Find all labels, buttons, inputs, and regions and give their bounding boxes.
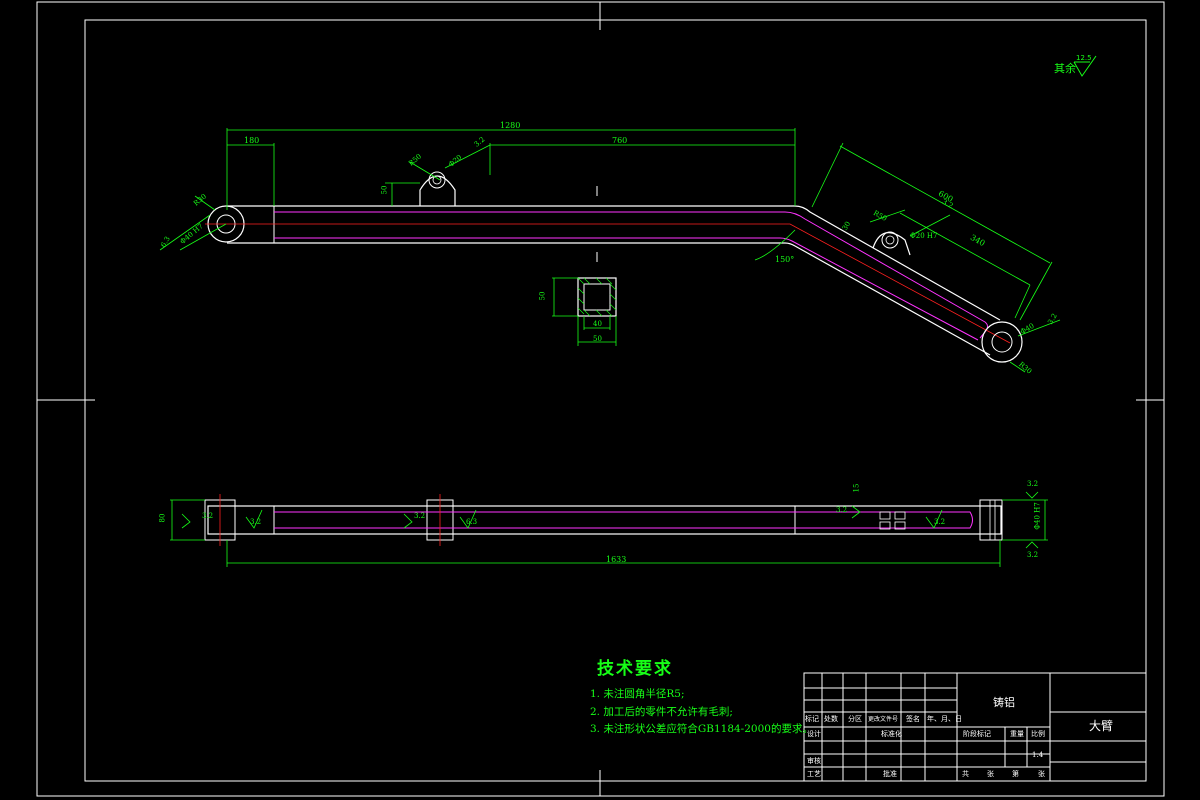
design-label: 设计 xyxy=(807,730,821,738)
dim-bottom-32a: 3.2 xyxy=(202,512,214,520)
dim-bottom-32c: 3.2 xyxy=(414,512,426,520)
dim-phi-right: Φ20 H7 xyxy=(910,232,938,240)
sheet-of-label: 张 xyxy=(987,770,994,778)
inner-hidden-profile xyxy=(274,211,988,341)
dim-bottom-15: 15 xyxy=(852,483,861,493)
dim-sect-h: 50 xyxy=(538,291,547,301)
section-view xyxy=(552,277,617,346)
header-zone: 分区 xyxy=(848,715,862,723)
weight-label: 重量 xyxy=(1010,730,1024,738)
dim-sect-inner: 40 xyxy=(593,320,602,328)
dim-760: 760 xyxy=(612,136,628,145)
tech-requirement-2: 2. 加工后的零件不允许有毛刺; xyxy=(590,706,733,718)
process-label: 工艺 xyxy=(807,770,821,778)
front-dimensions xyxy=(159,128,1061,373)
dim-bottom-32b: 3.2 xyxy=(250,518,262,526)
right-boss-outer xyxy=(981,321,1023,363)
header-doc: 更改文件号 xyxy=(868,716,899,723)
dim-bottom-32e: 3.2 xyxy=(836,506,848,514)
surface-finish-label: 其余 xyxy=(1054,61,1076,75)
tech-requirements-title: 技术要求 xyxy=(597,659,673,679)
dim-bottom-63: 6.3 xyxy=(466,518,478,526)
sheet-no-label: 第 xyxy=(1012,770,1019,778)
dim-bottom-right-32: 3.2 xyxy=(1027,480,1039,488)
dim-180: 180 xyxy=(244,136,260,145)
centerline xyxy=(205,223,1011,344)
arm-upper-outline xyxy=(227,205,1001,356)
dim-angle: 150° xyxy=(775,255,795,264)
dim-1633: 1633 xyxy=(606,555,627,564)
title-block xyxy=(803,672,1147,782)
dim-bottom-h: 80 xyxy=(158,513,167,523)
front-view xyxy=(205,171,1023,363)
header-mark: 标记 xyxy=(805,715,819,723)
upper-tab xyxy=(419,175,456,206)
surface-finish-symbol xyxy=(1073,55,1097,77)
header-count: 处数 xyxy=(824,715,838,723)
material: 铸铝 xyxy=(993,696,1015,709)
dim-tab-h: 50 xyxy=(380,185,389,195)
surface-finish-value: 12.5 xyxy=(1076,54,1092,62)
bottom-view xyxy=(204,494,1003,546)
sheet-no2-label: 张 xyxy=(1038,770,1045,778)
centering-marks xyxy=(37,2,1164,796)
part-name: 大臂 xyxy=(1089,719,1114,733)
right-boss-inner xyxy=(991,331,1013,353)
tech-requirement-3: 3. 未注形状公差应符合GB1184-2000的要求。 xyxy=(590,723,813,735)
header-date: 年、月、日 xyxy=(927,715,962,723)
dim-bottom-right-h: Φ40 H7 xyxy=(1033,502,1042,530)
dim-bottom-right-32b: 3.2 xyxy=(1027,551,1039,559)
stage-mark-label: 阶段标记 xyxy=(963,730,991,738)
header-sign: 签名 xyxy=(906,715,920,723)
scale-value: 1:4 xyxy=(1032,751,1044,759)
approve-label: 批准 xyxy=(883,770,897,778)
standardize-label: 标准化 xyxy=(881,730,902,738)
sheets-label: 共 xyxy=(962,770,969,778)
scale-label: 比例 xyxy=(1031,730,1045,738)
bottom-dimensions xyxy=(170,491,1048,567)
dim-sect-outer: 50 xyxy=(593,335,602,343)
dim-1280: 1280 xyxy=(500,121,521,130)
tech-requirement-1: 1. 未注圆角半径R5; xyxy=(590,688,685,700)
review-label: 审核 xyxy=(807,757,821,765)
dim-bottom-32f: 3.2 xyxy=(934,518,946,526)
